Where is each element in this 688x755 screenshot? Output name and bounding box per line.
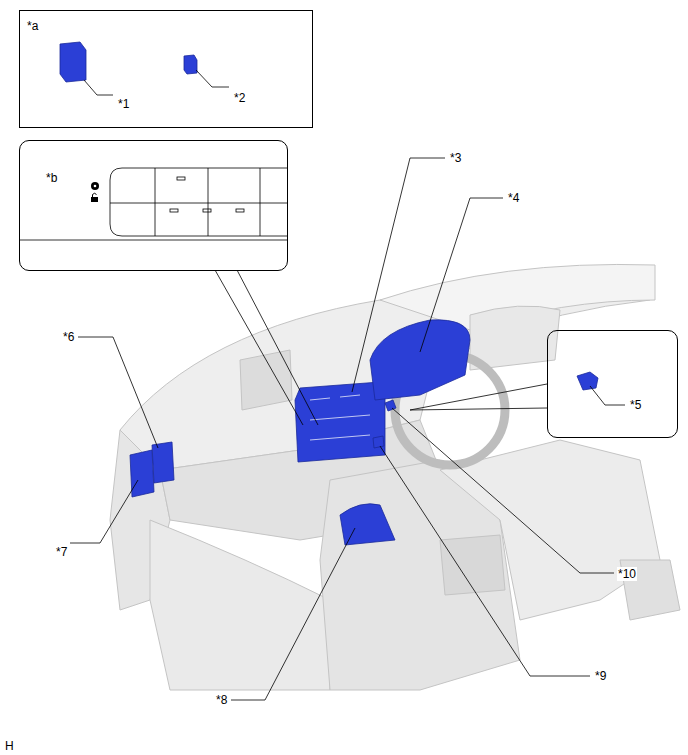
callout-number: *8 (215, 693, 228, 707)
callout-number: *3 (449, 151, 462, 165)
callout-number: *9 (594, 669, 607, 683)
callout-number: *5 (630, 398, 641, 412)
callout-number: *7 (55, 545, 68, 559)
figure-code: H (4, 739, 15, 753)
callout-number: *10 (617, 567, 637, 581)
view-label: *a (27, 19, 38, 33)
callout-number: *1 (118, 97, 129, 111)
inset-panel: *b (19, 140, 288, 271)
callout-number: *2 (234, 91, 245, 105)
callout-number: *4 (507, 191, 520, 205)
inset-panel: *a *1 *2 (19, 10, 313, 128)
callout-number: *b (46, 171, 57, 185)
inset-panel: *5 (547, 330, 678, 438)
callout-number: *6 (62, 330, 75, 344)
